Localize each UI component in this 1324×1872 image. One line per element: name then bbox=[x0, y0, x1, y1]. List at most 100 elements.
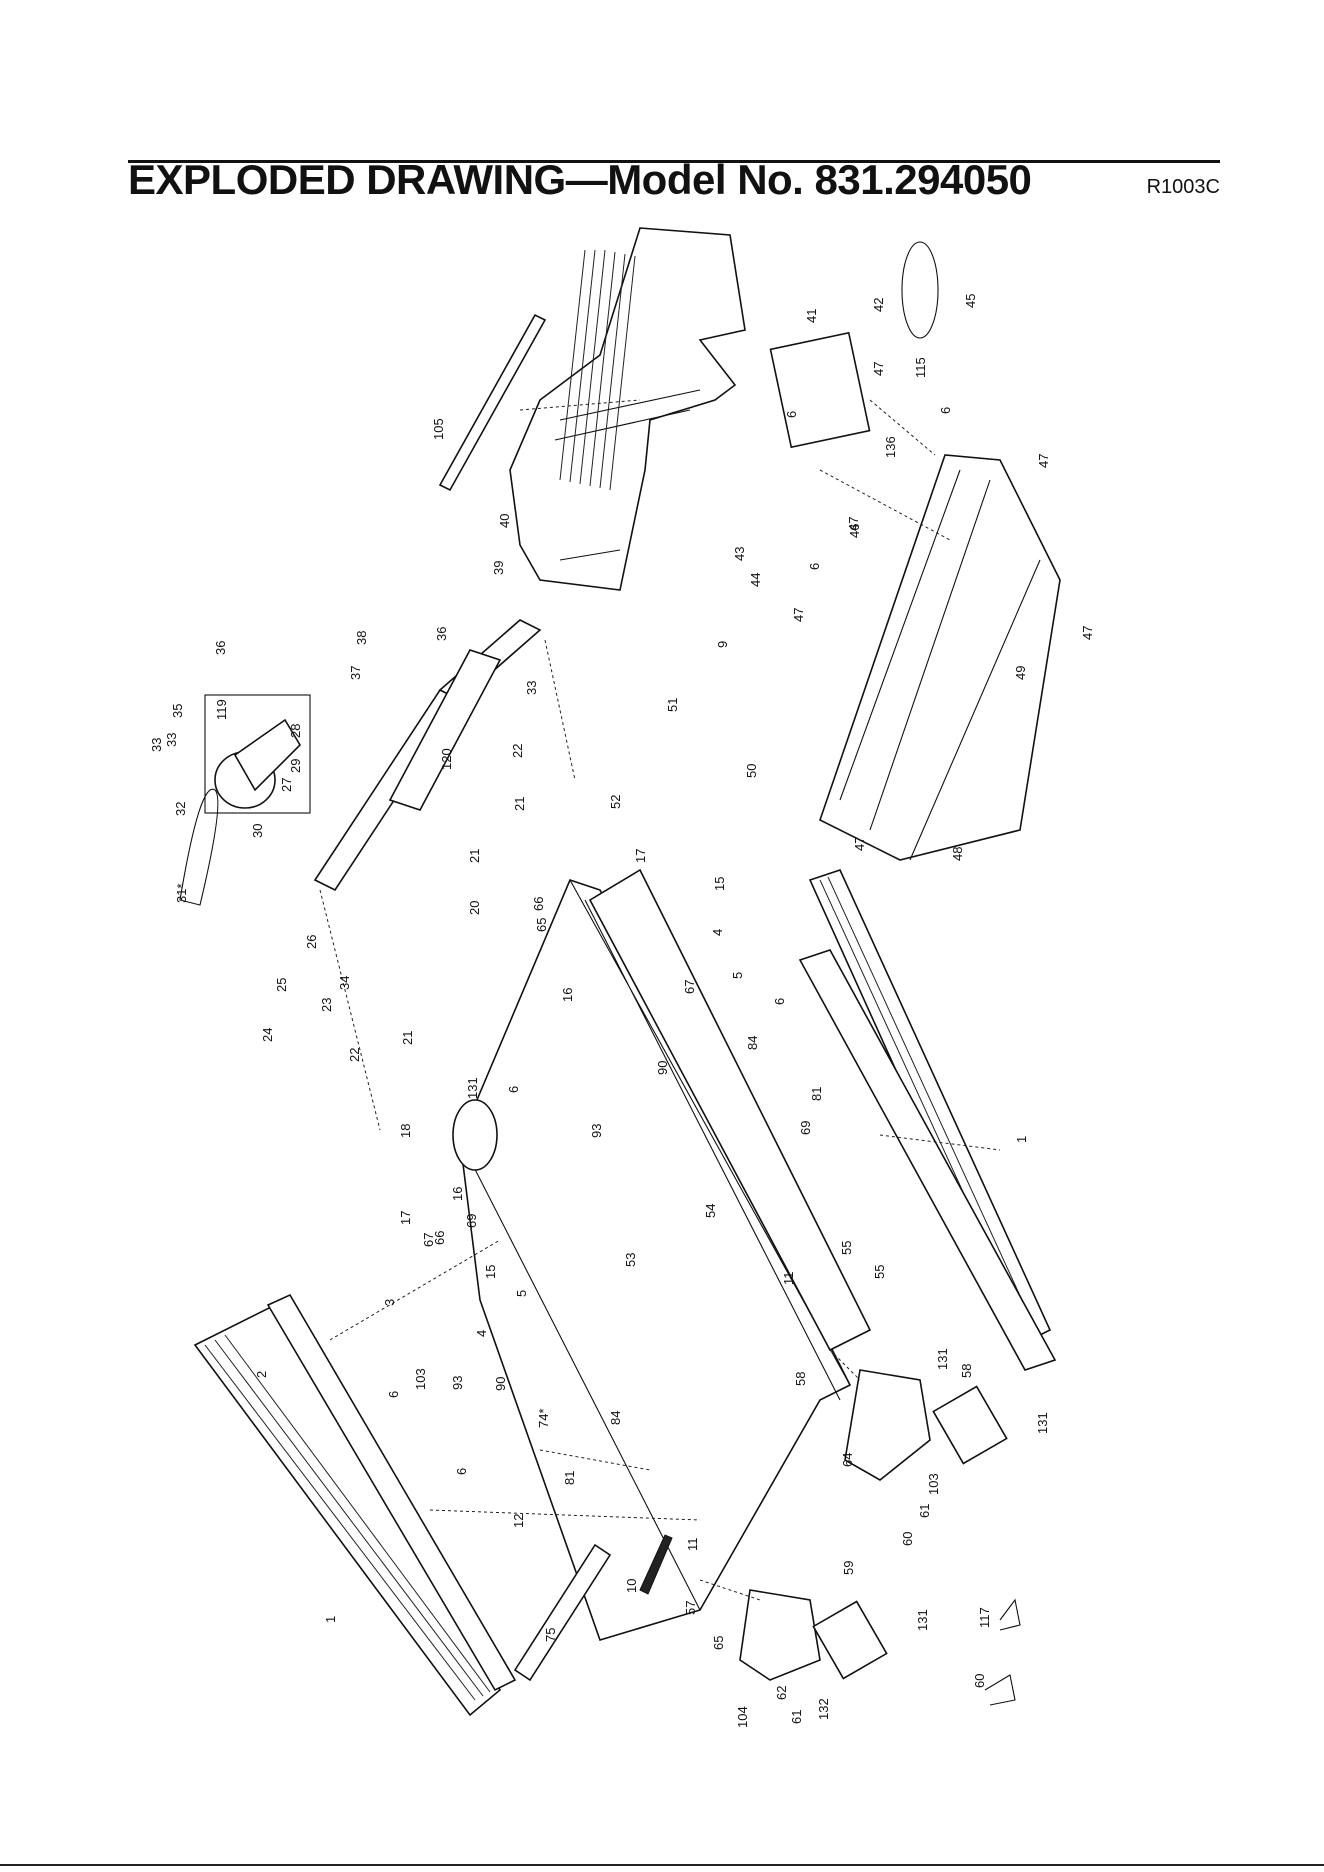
callout: 39 bbox=[491, 561, 506, 575]
callout: 50 bbox=[744, 764, 759, 778]
callout: 131 bbox=[935, 1348, 950, 1370]
callout: 131 bbox=[915, 1609, 930, 1631]
foot-right bbox=[932, 1385, 1008, 1465]
callout: 33 bbox=[524, 681, 539, 695]
callout: 105 bbox=[431, 418, 446, 440]
callout: 1 bbox=[323, 1616, 338, 1623]
treadmill-frame bbox=[459, 868, 872, 1641]
callout: 117 bbox=[977, 1607, 992, 1628]
callout: 9 bbox=[715, 641, 730, 648]
callout: 60 bbox=[900, 1532, 915, 1546]
callout: 74* bbox=[536, 1408, 551, 1428]
foot-left bbox=[812, 1600, 888, 1680]
callout: 4 bbox=[710, 929, 725, 936]
callout: 17 bbox=[633, 849, 648, 863]
side-rail-right bbox=[798, 869, 1057, 1371]
footer-rule bbox=[0, 1864, 1324, 1866]
callout: 67 bbox=[421, 1233, 436, 1247]
callout: 6 bbox=[772, 998, 787, 1005]
callout: 29 bbox=[288, 759, 303, 773]
callout: 1 bbox=[1014, 1136, 1029, 1143]
callout: 6 bbox=[454, 1468, 469, 1475]
callout: 40 bbox=[497, 514, 512, 528]
callout: 41 bbox=[804, 309, 819, 323]
callout: 45 bbox=[963, 294, 978, 308]
callout: 54 bbox=[703, 1204, 718, 1218]
callout: 103 bbox=[926, 1473, 941, 1495]
callout: 21 bbox=[400, 1031, 415, 1045]
callout: 24 bbox=[260, 1028, 275, 1042]
callout: 31* bbox=[174, 883, 189, 903]
motor-hood bbox=[819, 454, 1061, 861]
side-rail-left bbox=[193, 1293, 517, 1717]
callout: 4 bbox=[474, 1330, 489, 1337]
callout: 119 bbox=[214, 699, 229, 720]
callout: 55 bbox=[839, 1241, 854, 1255]
callout: 58 bbox=[793, 1372, 808, 1386]
callout: 90 bbox=[655, 1061, 670, 1075]
callout: 22 bbox=[347, 1048, 362, 1062]
callout: 6 bbox=[506, 1086, 521, 1093]
callout: 28 bbox=[288, 724, 303, 738]
callout: 21 bbox=[467, 849, 482, 863]
callout: 23 bbox=[319, 998, 334, 1012]
callout: 10 bbox=[624, 1579, 639, 1593]
callout: 20 bbox=[467, 901, 482, 915]
callout: 49 bbox=[1013, 666, 1028, 680]
callout: 62 bbox=[774, 1686, 789, 1700]
callout: 22 bbox=[510, 744, 525, 758]
callout: 6 bbox=[807, 563, 822, 570]
callout: 66 bbox=[531, 897, 546, 911]
callout: 44 bbox=[748, 573, 763, 587]
callout: 26 bbox=[304, 935, 319, 949]
callout: 42 bbox=[871, 298, 886, 312]
callout: 93 bbox=[589, 1124, 604, 1138]
callout: 61 bbox=[789, 1710, 804, 1724]
callout: 65 bbox=[711, 1636, 726, 1650]
callout: 69 bbox=[798, 1121, 813, 1135]
header-rule bbox=[128, 160, 1220, 163]
callout: 69 bbox=[464, 1214, 479, 1228]
callout: 132 bbox=[816, 1698, 831, 1720]
callout: 11 bbox=[781, 1272, 796, 1286]
callout: 52 bbox=[608, 795, 623, 809]
callout: 58 bbox=[959, 1364, 974, 1378]
callout: 46 bbox=[847, 524, 862, 538]
callout: 34 bbox=[337, 976, 352, 990]
callout: 30 bbox=[250, 824, 265, 838]
callout: 47 bbox=[1036, 454, 1051, 468]
callout: 131 bbox=[465, 1077, 480, 1099]
callout: 25 bbox=[274, 978, 289, 992]
power-cord bbox=[901, 241, 939, 339]
callout: 6 bbox=[938, 407, 953, 414]
callout: 11 bbox=[685, 1538, 700, 1552]
callout: 104 bbox=[735, 1706, 750, 1728]
motor-box bbox=[204, 694, 311, 814]
console-part bbox=[509, 227, 746, 591]
callout: 57 bbox=[683, 1601, 698, 1615]
callout: 16 bbox=[450, 1187, 465, 1201]
callout: 64 bbox=[840, 1453, 855, 1467]
callout: 81 bbox=[562, 1471, 577, 1485]
callout: 60 bbox=[972, 1674, 987, 1688]
rear-roller bbox=[452, 1099, 498, 1171]
revision-code: R1003C bbox=[1146, 176, 1220, 198]
callout: 15 bbox=[712, 877, 727, 891]
part-callouts: 1 1 2 3 4 4 5 5 6 6 6 6 6 6 6 9 10 11 11… bbox=[149, 294, 1095, 1728]
leveling-foot-59 bbox=[984, 1674, 1016, 1706]
callout: 61 bbox=[917, 1504, 932, 1518]
callout: 51 bbox=[665, 698, 680, 712]
label-strip bbox=[513, 1543, 612, 1682]
callout: 33 bbox=[164, 733, 179, 747]
callout: 47 bbox=[852, 837, 867, 851]
callout: 47 bbox=[846, 517, 861, 531]
callout: 17 bbox=[398, 1211, 413, 1225]
callout: 12 bbox=[511, 1514, 526, 1528]
leveling-foot-115 bbox=[999, 1598, 1021, 1631]
callout: 53 bbox=[623, 1253, 638, 1267]
callout: 81 bbox=[809, 1087, 824, 1101]
motor bbox=[214, 718, 302, 809]
end-cap-right bbox=[844, 1369, 931, 1481]
callout: 36 bbox=[213, 641, 228, 655]
callout: 47 bbox=[791, 608, 806, 622]
